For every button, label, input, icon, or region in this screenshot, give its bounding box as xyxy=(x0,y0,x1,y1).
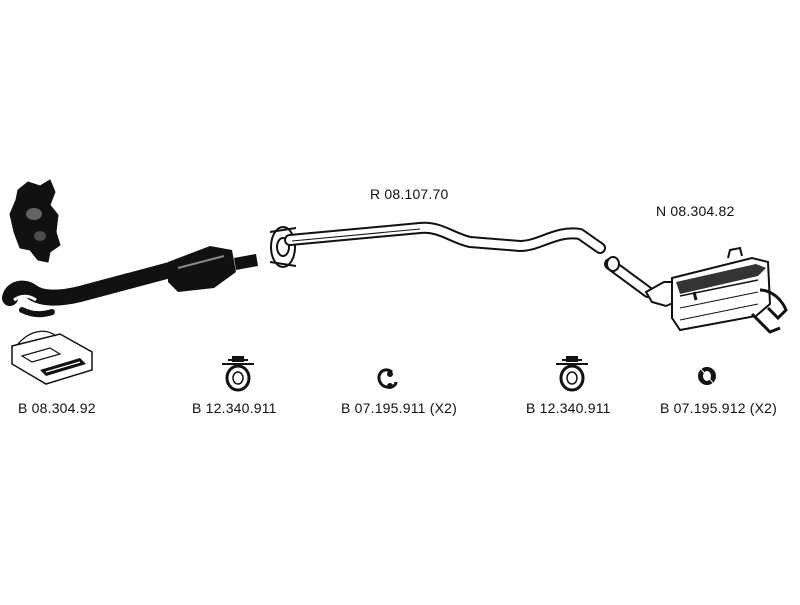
pipe-flange xyxy=(269,226,297,268)
rear-silencer xyxy=(604,246,788,334)
hanger-ring-icon xyxy=(377,368,398,389)
clamp-1-part-number: B 12.340.911 xyxy=(192,400,277,416)
center-pipe xyxy=(284,221,606,254)
rubber-mount-icon xyxy=(698,367,716,385)
rear-silencer-part-number: N 08.304.82 xyxy=(656,203,735,219)
front-pipe-with-catalyst xyxy=(2,246,258,318)
rubber-mount-part-number: B 07.195.912 (X2) xyxy=(660,400,778,416)
exhaust-manifold xyxy=(9,179,61,263)
hanger-ring-part-number: B 07.195.911 (X2) xyxy=(341,400,457,416)
mounting-kit-part-number: B 08.304.92 xyxy=(18,400,96,416)
clamp-2-part-number: B 12.340.911 xyxy=(526,400,611,416)
clamp-icon xyxy=(556,356,588,392)
clamp-icon xyxy=(222,356,254,392)
center-pipe-part-number: R 08.107.70 xyxy=(370,186,449,202)
mounting-kit-icon xyxy=(11,330,93,385)
